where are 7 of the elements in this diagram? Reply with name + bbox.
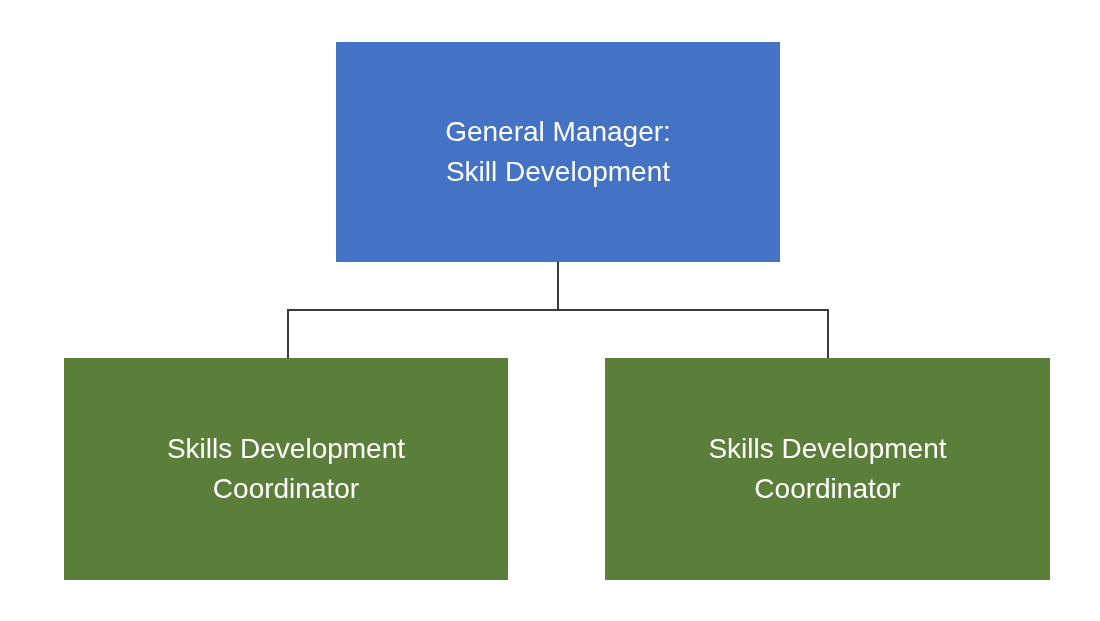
role-title: General Manager: Skill Development [444,115,672,189]
org-box [64,358,508,580]
org-box [605,358,1050,580]
role-title: Skills Development Coordinator [165,432,407,506]
role-title: Skills Development Coordinator [707,432,948,506]
connector-line [557,261,829,359]
org-box [336,42,780,262]
